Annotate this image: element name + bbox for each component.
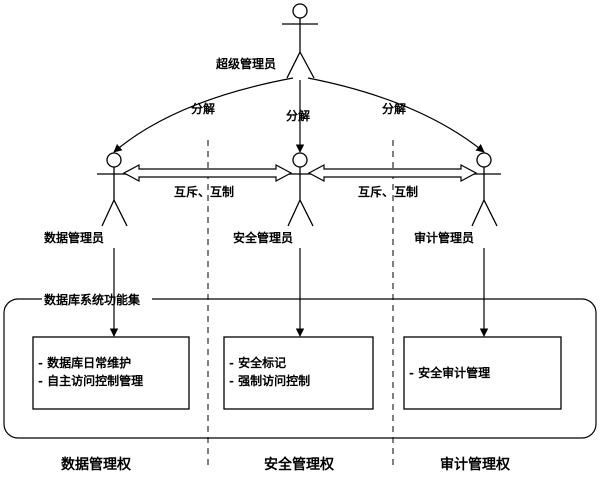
- decompose-label-right: 分解: [382, 101, 406, 116]
- function-box-security-line-1: - 安全标记: [229, 355, 286, 370]
- actor-super-admin: [282, 3, 318, 79]
- right-data-management: 数据管理权: [61, 456, 132, 473]
- audit-admin-label: 审计管理员: [414, 230, 474, 245]
- mutual-arrow-right: [307, 164, 478, 182]
- function-box-security-line-2: - 强制访问控制: [229, 373, 310, 388]
- actor-audit-admin: [467, 152, 501, 227]
- decompose-label-left: 分解: [191, 101, 215, 116]
- mutual-label-right: 互斥、互制: [358, 184, 418, 199]
- function-box-security: [223, 336, 374, 410]
- security-admin-label: 安全管理员: [233, 230, 293, 245]
- function-box-data: [32, 336, 190, 410]
- decompose-label-middle: 分解: [286, 108, 310, 123]
- data-admin-label: 数据管理员: [44, 230, 104, 245]
- function-box-data-line-2: - 自主访问控制管理: [38, 373, 143, 388]
- super-admin-label: 超级管理员: [215, 56, 276, 71]
- decompose-arrow-left: [113, 77, 294, 153]
- function-set-title: 数据库系统功能集: [44, 292, 141, 307]
- right-security-management: 安全管理权: [264, 456, 335, 473]
- function-box-audit-line-1: - 安全审计管理: [409, 365, 490, 380]
- actor-data-admin: [97, 152, 131, 227]
- mutual-label-left: 互斥、互制: [174, 184, 234, 199]
- function-set-title-bg: [42, 291, 152, 307]
- function-box-data-line-1: - 数据库日常维护: [38, 355, 131, 370]
- decompose-arrow-right: [307, 77, 485, 153]
- right-audit-management: 审计管理权: [440, 456, 511, 473]
- actor-security-admin: [283, 152, 317, 227]
- mutual-arrow-left: [122, 164, 293, 182]
- function-box-audit: [403, 336, 562, 410]
